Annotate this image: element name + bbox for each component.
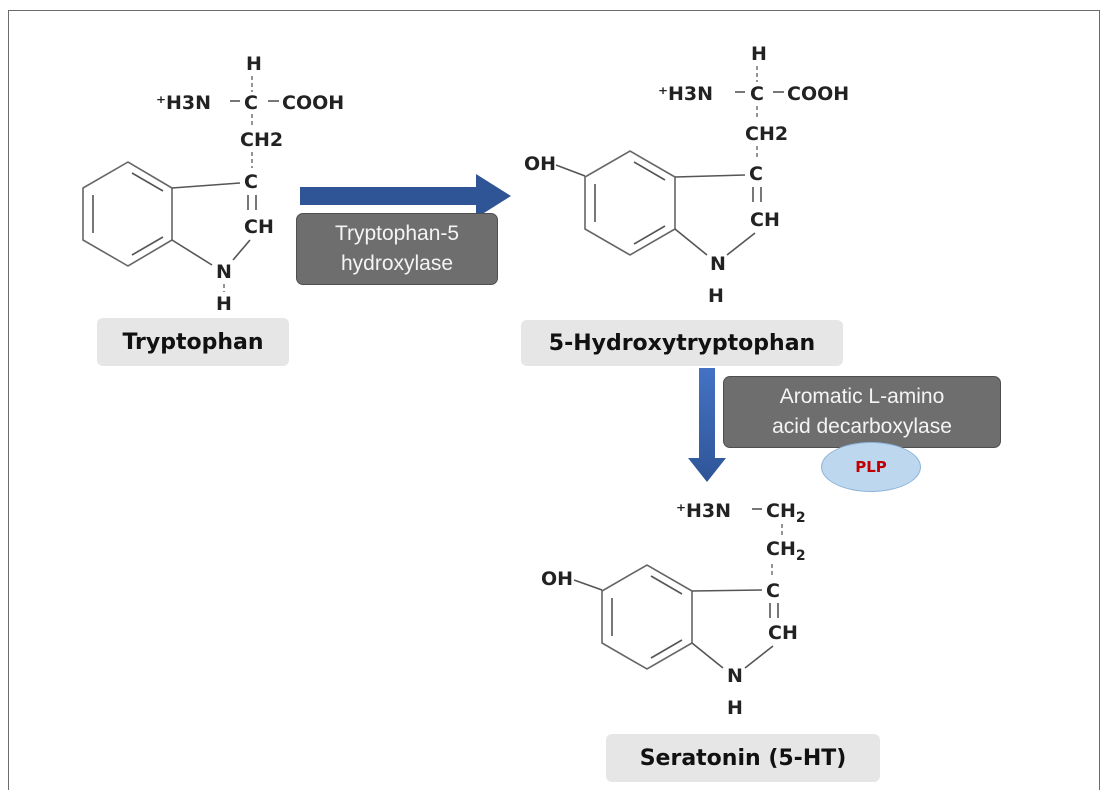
- atom-carboxyl: COOH: [787, 83, 849, 105]
- atom-ch2: CH2: [745, 123, 788, 145]
- atom-c3: C: [244, 171, 258, 193]
- ring-double-bond: [633, 225, 666, 245]
- tryptophan-structure: H ⁺H3N C COOH CH2 C CH N H: [82, 53, 344, 315]
- compound-label-tryptophan: Tryptophan: [97, 318, 289, 366]
- atom-amine: ⁺H3N: [676, 500, 731, 522]
- benzene-ring: [584, 150, 676, 256]
- atom-ch: CH: [768, 622, 798, 644]
- bond: [555, 164, 586, 177]
- atom-nh: H: [708, 285, 724, 307]
- ring-double-bond: [131, 172, 164, 192]
- atom-amine: ⁺H3N: [658, 83, 713, 105]
- bond: [674, 174, 746, 178]
- bond: [691, 589, 763, 592]
- atom-nh: H: [727, 697, 743, 719]
- enzyme-label-line1: Aromatic L-amino: [779, 385, 945, 408]
- reaction-arrow-2: [688, 368, 726, 482]
- bond: [232, 239, 251, 261]
- hydroxytryptophan-structure: H ⁺H3N C COOH CH2 C CH N H OH: [524, 43, 849, 307]
- ring-double-bond: [131, 236, 164, 256]
- bond: [691, 642, 724, 669]
- atom-ch2: CH2: [240, 129, 283, 151]
- reaction-arrow-1: [300, 174, 511, 218]
- compound-label-seratonin: Seratonin (5-HT): [606, 734, 880, 782]
- compound-label-5-hydroxytryptophan: 5-Hydroxytryptophan: [521, 320, 843, 366]
- bond: [744, 645, 774, 669]
- ring-double-bond: [650, 575, 683, 595]
- bond: [171, 239, 213, 266]
- atom-amine: ⁺H3N: [156, 92, 211, 114]
- bond: [171, 182, 241, 189]
- ring-double-bond: [650, 639, 683, 659]
- enzyme-label-line2: acid decarboxylase: [772, 415, 952, 438]
- atom-carboxyl: COOH: [282, 92, 344, 114]
- enzyme-label-line2: hydroxylase: [340, 252, 454, 275]
- atom-c3: C: [766, 580, 780, 602]
- atom-n: N: [727, 665, 743, 687]
- atom-alpha-carbon: C: [244, 92, 258, 114]
- atom-ch: CH: [244, 216, 274, 238]
- atom-oh: OH: [541, 568, 573, 590]
- enzyme-tryptophan-5-hydroxylase: Tryptophan-5 hydroxylase: [296, 213, 498, 285]
- cofactor-plp: PLP: [821, 442, 921, 492]
- atom-ch: CH: [750, 209, 780, 231]
- atom-alpha-carbon: C: [750, 83, 764, 105]
- bond: [674, 228, 708, 256]
- atom-h-top: H: [751, 43, 767, 65]
- enzyme-aromatic-l-amino-acid-decarboxylase: Aromatic L-amino acid decarboxylase: [723, 376, 1001, 448]
- atom-oh: OH: [524, 153, 556, 175]
- benzene-ring: [82, 161, 173, 267]
- ring-double-bond: [633, 161, 666, 181]
- bond: [726, 232, 756, 256]
- atom-nh: H: [216, 293, 232, 315]
- seratonin-structure: ⁺H3N CH2 CH2 C CH N H OH: [541, 500, 806, 719]
- figure-frame: [8, 10, 1100, 790]
- enzyme-label-line1: Tryptophan-5: [334, 222, 460, 245]
- atom-c3: C: [749, 163, 763, 185]
- atom-h-top: H: [246, 53, 262, 75]
- benzene-ring: [601, 564, 693, 670]
- atom-ch2-b: CH2: [766, 538, 806, 564]
- atom-n: N: [710, 253, 726, 275]
- atom-n: N: [216, 261, 232, 283]
- bond: [573, 579, 603, 591]
- atom-ch2-a: CH2: [766, 500, 806, 526]
